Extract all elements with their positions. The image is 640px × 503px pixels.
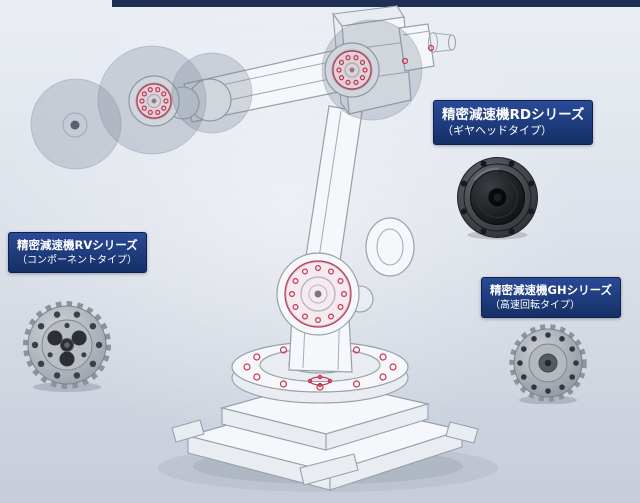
label-rv-series: 精密減速機RVシリーズ （コンポーネントタイプ） bbox=[8, 232, 147, 274]
rd-gearhead-photo bbox=[457, 157, 538, 240]
label-rv-title: 精密減速機RVシリーズ bbox=[17, 238, 138, 252]
label-gh-series: 精密減速機GHシリーズ （高速回転タイプ） bbox=[481, 277, 621, 319]
label-gh-subtitle: （高速回転タイプ） bbox=[490, 299, 580, 311]
top-accent-bar bbox=[112, 0, 640, 7]
label-gh-title: 精密減速機GHシリーズ bbox=[490, 283, 612, 297]
label-rd-series: 精密減速機RDシリーズ （ギヤヘッドタイプ） bbox=[433, 100, 594, 146]
label-rd-title: 精密減速機RDシリーズ bbox=[442, 107, 585, 123]
gh-high-speed-reducer-photo bbox=[509, 324, 587, 404]
label-rd-subtitle: （ギヤヘッドタイプ） bbox=[442, 124, 552, 138]
label-rv-subtitle: （コンポーネントタイプ） bbox=[17, 254, 137, 266]
rv-component-gear-photo bbox=[23, 301, 111, 392]
